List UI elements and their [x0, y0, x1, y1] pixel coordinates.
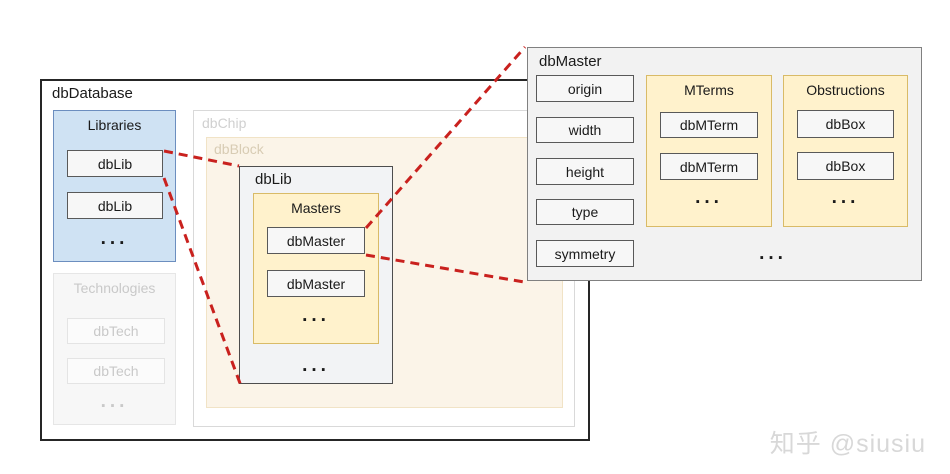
technologies-title: Technologies [73, 280, 156, 296]
dbtech-item-1: dbTech [67, 318, 165, 344]
dbmterm-item-1: dbMTerm [660, 112, 758, 138]
dbmaster-detail-ellipsis: ... [759, 243, 787, 264]
libraries-ellipsis: ... [100, 228, 129, 249]
masters-ellipsis: ... [302, 305, 330, 326]
dbdatabase-label: dbDatabase [52, 85, 133, 102]
technologies-ellipsis: ... [100, 391, 129, 412]
dbbox-item-2: dbBox [797, 152, 894, 180]
libraries-panel: Libraries [53, 110, 176, 262]
field-symmetry: symmetry [536, 240, 634, 267]
dbtech-item-2: dbTech [67, 358, 165, 384]
obstructions-title: Obstructions [806, 82, 885, 98]
dbmaster-item-1: dbMaster [267, 227, 365, 254]
obstructions-ellipsis: ... [831, 187, 860, 208]
field-height: height [536, 158, 634, 185]
mterms-ellipsis: ... [695, 187, 723, 208]
field-width: width [536, 117, 634, 143]
dblib-item-2: dbLib [67, 192, 163, 219]
mterms-panel: MTerms [646, 75, 772, 227]
dbblock-label: dbBlock [214, 141, 264, 157]
dblib-expanded-label: dbLib [255, 171, 292, 188]
mterms-title: MTerms [684, 82, 734, 98]
libraries-title: Libraries [87, 117, 142, 133]
watermark-text: 知乎 @siusiu [769, 430, 926, 458]
dbmaster-item-2: dbMaster [267, 270, 365, 297]
dbmterm-item-2: dbMTerm [660, 153, 758, 180]
obstructions-panel: Obstructions [783, 75, 908, 227]
field-type: type [536, 199, 634, 225]
dblib-item-1: dbLib [67, 150, 163, 177]
dbchip-label: dbChip [202, 115, 247, 131]
masters-title: Masters [291, 200, 341, 216]
field-origin: origin [536, 75, 634, 102]
technologies-panel: Technologies [53, 273, 176, 425]
masters-panel: Masters [253, 193, 379, 344]
dbbox-item-1: dbBox [797, 110, 894, 138]
dblib-expanded-ellipsis: ... [302, 355, 330, 376]
dbmaster-detail-label: dbMaster [539, 53, 602, 70]
